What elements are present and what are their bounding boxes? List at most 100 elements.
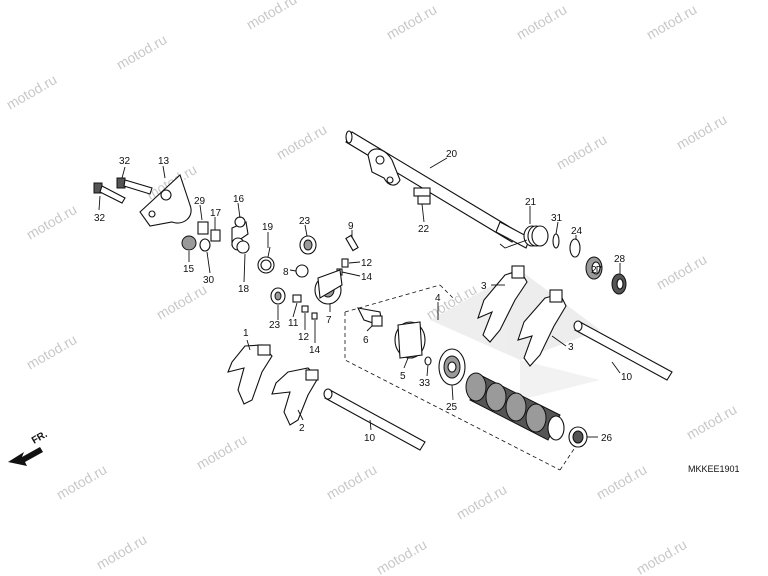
watermark: motod.ru <box>684 401 740 442</box>
stopper-spring <box>257 246 275 274</box>
return-spring <box>499 225 549 249</box>
callout-28: 28 <box>614 254 626 265</box>
callout-6: 6 <box>363 335 369 346</box>
pin-11 <box>292 294 302 303</box>
callout-25: 25 <box>446 402 458 413</box>
washer-8 <box>295 264 309 278</box>
callout-21: 21 <box>525 197 537 208</box>
callout-10-left: 10 <box>364 433 376 444</box>
callout-3-lower: 3 <box>568 342 574 353</box>
watermark: motod.ru <box>24 201 80 242</box>
gearshift-spindle <box>345 130 531 249</box>
watermark: motod.ru <box>644 1 700 42</box>
shift-fork-1 <box>227 344 273 405</box>
watermark: motod.ru <box>374 536 430 576</box>
stopper-pin <box>413 187 431 205</box>
callout-29: 29 <box>194 196 206 207</box>
fork-shaft-left <box>323 388 426 451</box>
dowel-33 <box>424 356 432 366</box>
callout-30: 30 <box>203 275 215 286</box>
collar <box>197 221 209 235</box>
callout-12-upper: 12 <box>361 258 373 269</box>
watermark: motod.ru <box>4 71 60 112</box>
pin-9 <box>345 234 359 252</box>
watermark: motod.ru <box>634 536 690 576</box>
watermark: motod.ru <box>54 461 110 502</box>
callout-10-right: 10 <box>621 372 633 383</box>
callout-20: 20 <box>446 149 458 160</box>
oil-seal-end-face <box>616 278 624 290</box>
callout-24: 24 <box>571 226 583 237</box>
watermark: motod.ru <box>154 281 210 322</box>
watermark-layer: motod.ru motod.ru motod.ru motod.ru moto… <box>4 0 740 576</box>
watermark: motod.ru <box>244 0 300 33</box>
callout-19: 19 <box>262 222 274 233</box>
watermark: motod.ru <box>94 531 150 572</box>
assembly-boundary-dashed <box>344 284 581 471</box>
callout-11: 11 <box>288 318 299 329</box>
bearing-15 <box>181 235 197 251</box>
callout-14-lower: 14 <box>309 345 321 356</box>
shift-fork-2 <box>271 367 319 426</box>
drum-bolt <box>357 307 383 327</box>
callout-14-upper: 14 <box>361 272 373 283</box>
flange-bolt-lower <box>93 182 126 204</box>
callout-8: 8 <box>283 267 289 278</box>
drum-bearing <box>438 348 466 386</box>
circlip <box>552 233 560 249</box>
callout-31: 31 <box>551 213 563 224</box>
callout-32-upper: 32 <box>119 156 131 167</box>
callout-2: 2 <box>299 423 305 434</box>
watermark: motod.ru <box>554 131 610 172</box>
oil-seal <box>569 238 581 258</box>
callout-22: 22 <box>418 224 430 235</box>
callout-13: 13 <box>158 156 170 167</box>
watermark: motod.ru <box>274 121 330 162</box>
pin-12-lower <box>301 305 309 313</box>
needle-bearing-face <box>591 261 601 275</box>
leader-lines <box>98 157 621 438</box>
watermark: motod.ru <box>384 1 440 42</box>
callout-18: 18 <box>238 284 250 295</box>
callout-3-upper: 3 <box>481 281 487 292</box>
watermark: motod.ru <box>114 31 170 72</box>
spring-14-lower <box>311 312 318 320</box>
shift-drum <box>465 372 565 441</box>
watermark: motod.ru <box>194 431 250 472</box>
callout-26: 26 <box>601 433 613 444</box>
callout-15: 15 <box>183 264 195 275</box>
callout-32-lower: 32 <box>94 213 106 224</box>
bearing-23-upper-inner <box>303 239 313 251</box>
watermark: motod.ru <box>514 1 570 42</box>
shift-drum-center <box>314 269 343 305</box>
front-direction-indicator: FR. <box>8 429 50 466</box>
shift-fork-3-lower <box>517 289 567 367</box>
watermark: motod.ru <box>674 111 730 152</box>
shift-fork-3-upper <box>477 265 528 343</box>
drum-end-bearing <box>568 426 588 448</box>
fork-shaft-right <box>573 320 673 381</box>
callout-12-lower: 12 <box>298 332 310 343</box>
collar-17 <box>210 229 221 242</box>
washer <box>236 240 250 254</box>
bearing-23-lower-inner <box>274 291 282 301</box>
callout-9: 9 <box>348 221 354 232</box>
callout-4: 4 <box>435 293 441 304</box>
shift-drum-gear <box>394 321 426 359</box>
callout-5: 5 <box>400 371 406 382</box>
brand-logo-watermark <box>430 270 600 400</box>
callout-1: 1 <box>243 328 249 339</box>
callout-labels: 20 13 32 32 29 17 16 15 30 18 19 23 8 9 … <box>94 149 633 444</box>
watermark: motod.ru <box>654 251 710 292</box>
callout-33: 33 <box>419 378 431 389</box>
watermark: motod.ru <box>454 481 510 522</box>
dowel-30 <box>199 238 211 252</box>
flange-bolt-upper <box>116 177 153 195</box>
callout-7: 7 <box>326 315 332 326</box>
stopper-plate <box>139 174 192 227</box>
watermark: motod.ru <box>594 461 650 502</box>
watermark: motod.ru <box>24 331 80 372</box>
callout-23-upper: 23 <box>299 216 311 227</box>
front-arrow-icon <box>8 447 43 466</box>
